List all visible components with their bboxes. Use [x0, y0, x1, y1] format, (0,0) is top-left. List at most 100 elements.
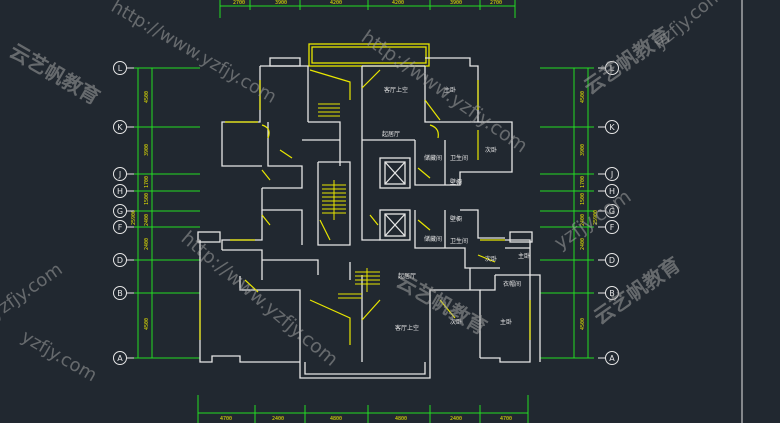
dim-bottom-5: 2400 [450, 416, 462, 422]
dim-right-3: 1700 [580, 176, 586, 188]
right-dimension-chain [540, 67, 594, 359]
room-label: 卫生间 [450, 237, 468, 245]
axis-bubble-left-L[interactable]: L [113, 61, 127, 75]
dim-right-6: 2400 [580, 238, 586, 250]
watermark-domain: yzfjy.com [0, 259, 66, 324]
dim-top-1: 2700 [233, 0, 245, 6]
room-label: 客厅上空 [395, 324, 419, 332]
dim-top-2: 3900 [275, 0, 287, 6]
axis-label: D [117, 256, 123, 265]
room-label: 起居厅 [382, 130, 400, 138]
dim-left-total: 25900 [131, 210, 137, 225]
axis-label: H [609, 187, 615, 196]
floor-plan-accents [199, 69, 531, 345]
axis-label: B [609, 289, 615, 298]
axis-label: G [117, 207, 123, 216]
watermark-url: http://www.yzfjy.com [108, 0, 281, 108]
top-dimension-chain [219, 0, 516, 18]
room-label: 壁橱 [450, 178, 462, 186]
axis-bubble-left-J[interactable]: J [113, 167, 127, 181]
axis-label: A [117, 354, 123, 363]
axis-bubble-left-B[interactable]: B [113, 286, 127, 300]
room-label: 主卧 [500, 318, 512, 326]
axis-bubble-right-D[interactable]: D [605, 253, 619, 267]
dim-right-5: 2400 [580, 214, 586, 226]
axis-leaders-right [598, 67, 606, 359]
room-label: 次卧 [450, 318, 462, 326]
watermark-brand: 云艺帆教育 [6, 39, 105, 110]
floor-plan-walls[interactable] [197, 43, 541, 379]
watermark-domain: yzfjy.com [650, 0, 728, 54]
dim-bottom-3: 4800 [330, 416, 342, 422]
dim-left-6: 2400 [144, 238, 150, 250]
axis-label: J [610, 170, 613, 179]
dim-right-7: 4500 [580, 318, 586, 330]
dim-left-7: 4500 [144, 318, 150, 330]
dim-bottom-4: 4800 [395, 416, 407, 422]
axis-bubbles-left: L K J H G F D B A [113, 61, 127, 365]
axis-bubble-left-H[interactable]: H [113, 184, 127, 198]
dim-bottom-2: 2400 [272, 416, 284, 422]
watermarks: http://www.yzfjy.com 云艺帆教育 http://www.yz… [0, 0, 727, 386]
room-label: 次卧 [485, 255, 497, 263]
bottom-dimension-labels: 4700 2400 4800 4800 2400 4700 [220, 416, 512, 422]
dim-right-2: 3900 [580, 144, 586, 156]
axis-bubble-left-K[interactable]: K [113, 120, 127, 134]
axis-label: J [118, 170, 121, 179]
room-label: 次卧 [485, 146, 497, 154]
top-dimension-labels: 2700 3900 4200 4200 3900 2700 [233, 0, 502, 6]
left-dimension-labels: 4500 3900 1700 1500 2400 2400 4500 25900 [131, 91, 150, 330]
watermark-url: http://www.yzfjy.com [177, 227, 342, 371]
dim-left-4: 1500 [144, 193, 150, 205]
watermark-domain: yzfjy.com [18, 326, 101, 386]
axis-label: F [118, 223, 123, 232]
axis-bubble-right-K[interactable]: K [605, 120, 619, 134]
dim-top-3: 4200 [330, 0, 342, 6]
watermark-brand: 云艺帆教育 [589, 252, 685, 329]
dim-right-1: 4500 [580, 91, 586, 103]
axis-label: G [609, 207, 615, 216]
axis-leaders-left [126, 67, 134, 359]
room-labels: 客厅上空 主卧 起居厅 储藏间 卫生间 次卧 壁橱 壁橱 储藏间 卫生间 次卧 … [382, 86, 530, 332]
axis-label: B [117, 289, 123, 298]
watermark-domain: yzfjy.com [550, 185, 635, 254]
axis-label: A [609, 354, 615, 363]
axis-label: H [117, 187, 123, 196]
room-label: 主卧 [518, 252, 530, 260]
dim-right-4: 1500 [580, 193, 586, 205]
axis-bubble-right-A[interactable]: A [605, 351, 619, 365]
left-dimension-chain [132, 67, 200, 359]
room-label: 主卧 [444, 86, 456, 94]
room-label: 起居厅 [398, 272, 416, 280]
dim-top-5: 3900 [450, 0, 462, 6]
dim-bottom-6: 4700 [500, 416, 512, 422]
room-label: 衣帽间 [503, 280, 521, 288]
room-label: 客厅上空 [384, 86, 408, 94]
dim-left-1: 4500 [144, 91, 150, 103]
right-dimension-labels: 4500 3900 1700 1500 2400 2400 4500 25900 [580, 91, 599, 330]
axis-bubble-left-A[interactable]: A [113, 351, 127, 365]
room-label: 壁橱 [450, 215, 462, 223]
dim-top-4: 4200 [392, 0, 404, 6]
dim-top-6: 2700 [490, 0, 502, 6]
axis-label: K [609, 123, 615, 132]
bottom-dimension-chain [197, 395, 529, 423]
axis-bubble-left-D[interactable]: D [113, 253, 127, 267]
axis-bubble-right-J[interactable]: J [605, 167, 619, 181]
dim-left-5: 2400 [144, 214, 150, 226]
room-label: 储藏间 [424, 235, 442, 243]
axis-label: D [609, 256, 615, 265]
axis-label: L [610, 64, 615, 73]
dim-bottom-1: 4700 [220, 416, 232, 422]
axis-label: K [117, 123, 123, 132]
dim-left-2: 3900 [144, 144, 150, 156]
axis-bubble-left-G[interactable]: G [113, 204, 127, 218]
axis-label: F [610, 223, 615, 232]
axis-bubble-left-F[interactable]: F [113, 220, 127, 234]
stair-treads [318, 103, 380, 299]
axis-label: L [118, 64, 123, 73]
room-label: 卫生间 [450, 154, 468, 162]
dim-right-total: 25900 [593, 210, 599, 225]
dim-left-3: 1700 [144, 176, 150, 188]
